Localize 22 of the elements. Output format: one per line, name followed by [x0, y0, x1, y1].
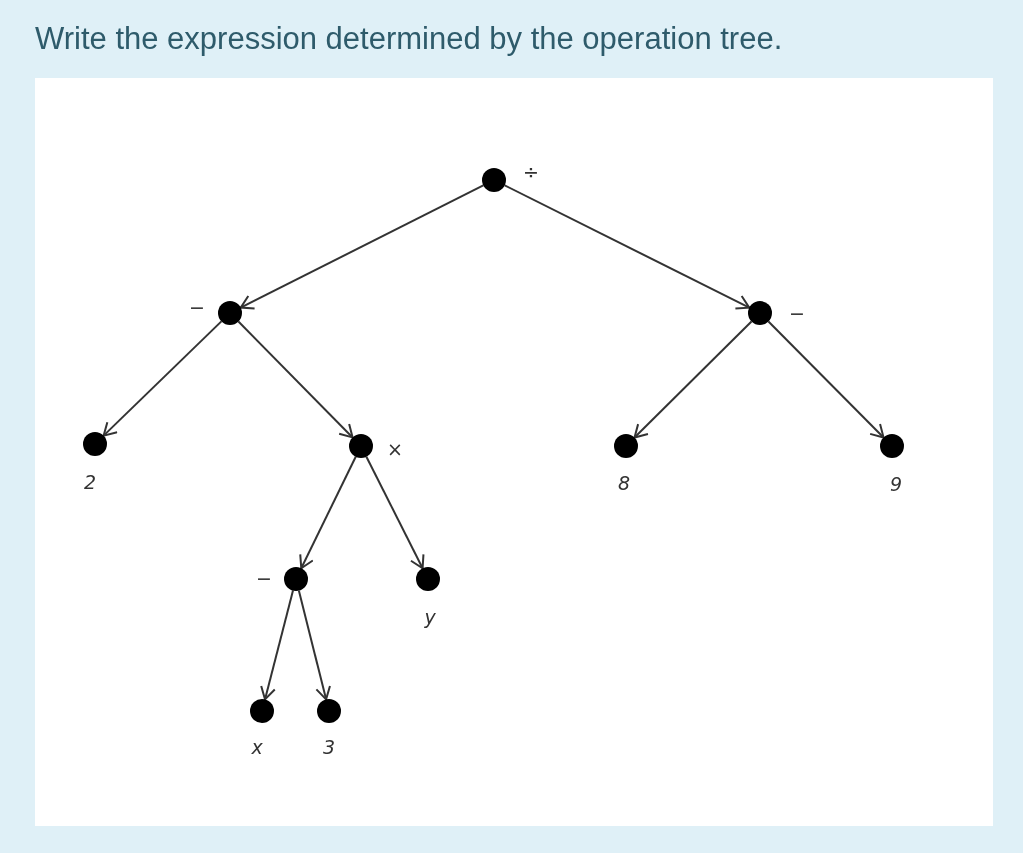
- arrow: [239, 184, 485, 310]
- node-label: −: [189, 297, 205, 317]
- node-label: ÷: [523, 162, 539, 182]
- node-label: x: [251, 737, 263, 757]
- node-label: −: [789, 303, 805, 323]
- node-label: −: [256, 568, 272, 588]
- node-label: ×: [387, 439, 403, 459]
- arrow: [503, 184, 751, 310]
- node-label: 2: [83, 472, 97, 492]
- node-label: 9: [889, 474, 903, 494]
- arrow: [299, 455, 357, 570]
- title: Write the expression determined by the operation tree.: [35, 20, 783, 58]
- arrow: [633, 320, 753, 439]
- arrow: [260, 589, 294, 701]
- node-label: 8: [617, 473, 631, 493]
- arrow: [297, 589, 331, 701]
- arrow: [365, 455, 425, 570]
- arrow: [102, 320, 223, 437]
- arrow: [237, 320, 354, 439]
- arrow: [767, 320, 885, 439]
- node-label: y: [424, 607, 436, 627]
- node-label: 3: [322, 737, 336, 757]
